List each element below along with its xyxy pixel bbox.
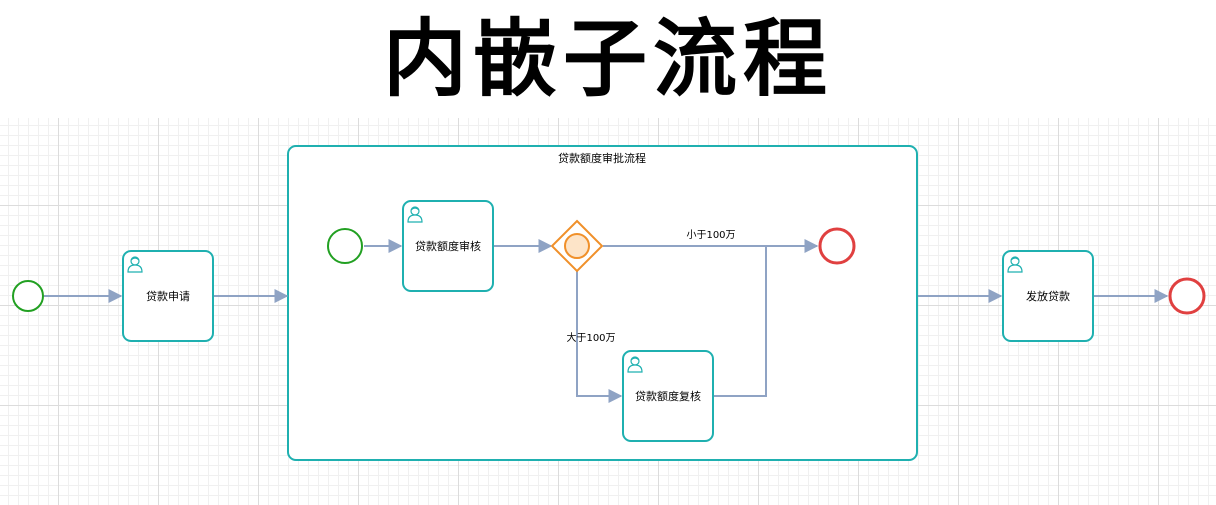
flow-recheck-to-subend[interactable] bbox=[714, 246, 767, 397]
flow-label-greater-than: 大于100万 bbox=[566, 331, 615, 344]
task-label: 贷款申请 bbox=[146, 289, 190, 303]
task-loan-review[interactable]: 贷款额度审核 bbox=[402, 200, 494, 292]
task-loan-disburse[interactable]: 发放贷款 bbox=[1002, 250, 1094, 342]
task-label: 发放贷款 bbox=[1026, 289, 1070, 303]
subprocess-end-event[interactable] bbox=[818, 227, 856, 265]
subprocess-label: 贷款额度审批流程 bbox=[558, 151, 646, 165]
task-loan-recheck[interactable]: 贷款额度复核 bbox=[622, 350, 714, 442]
task-loan-apply[interactable]: 贷款申请 bbox=[122, 250, 214, 342]
flow-gateway-to-recheck[interactable] bbox=[576, 271, 623, 403]
subprocess-loan-approval[interactable]: 贷款额度审批流程 bbox=[287, 145, 918, 461]
subprocess-start-event[interactable] bbox=[327, 228, 363, 264]
flow-label-less-than: 小于100万 bbox=[686, 229, 735, 241]
start-event[interactable] bbox=[12, 280, 44, 312]
task-label: 贷款额度审核 bbox=[415, 239, 481, 253]
task-label: 贷款额度复核 bbox=[635, 389, 701, 403]
page-title: 内嵌子流程 bbox=[0, 0, 1216, 118]
gateway[interactable] bbox=[550, 219, 604, 273]
gateway-inclusive-icon bbox=[564, 233, 590, 259]
end-event[interactable] bbox=[1168, 277, 1206, 315]
